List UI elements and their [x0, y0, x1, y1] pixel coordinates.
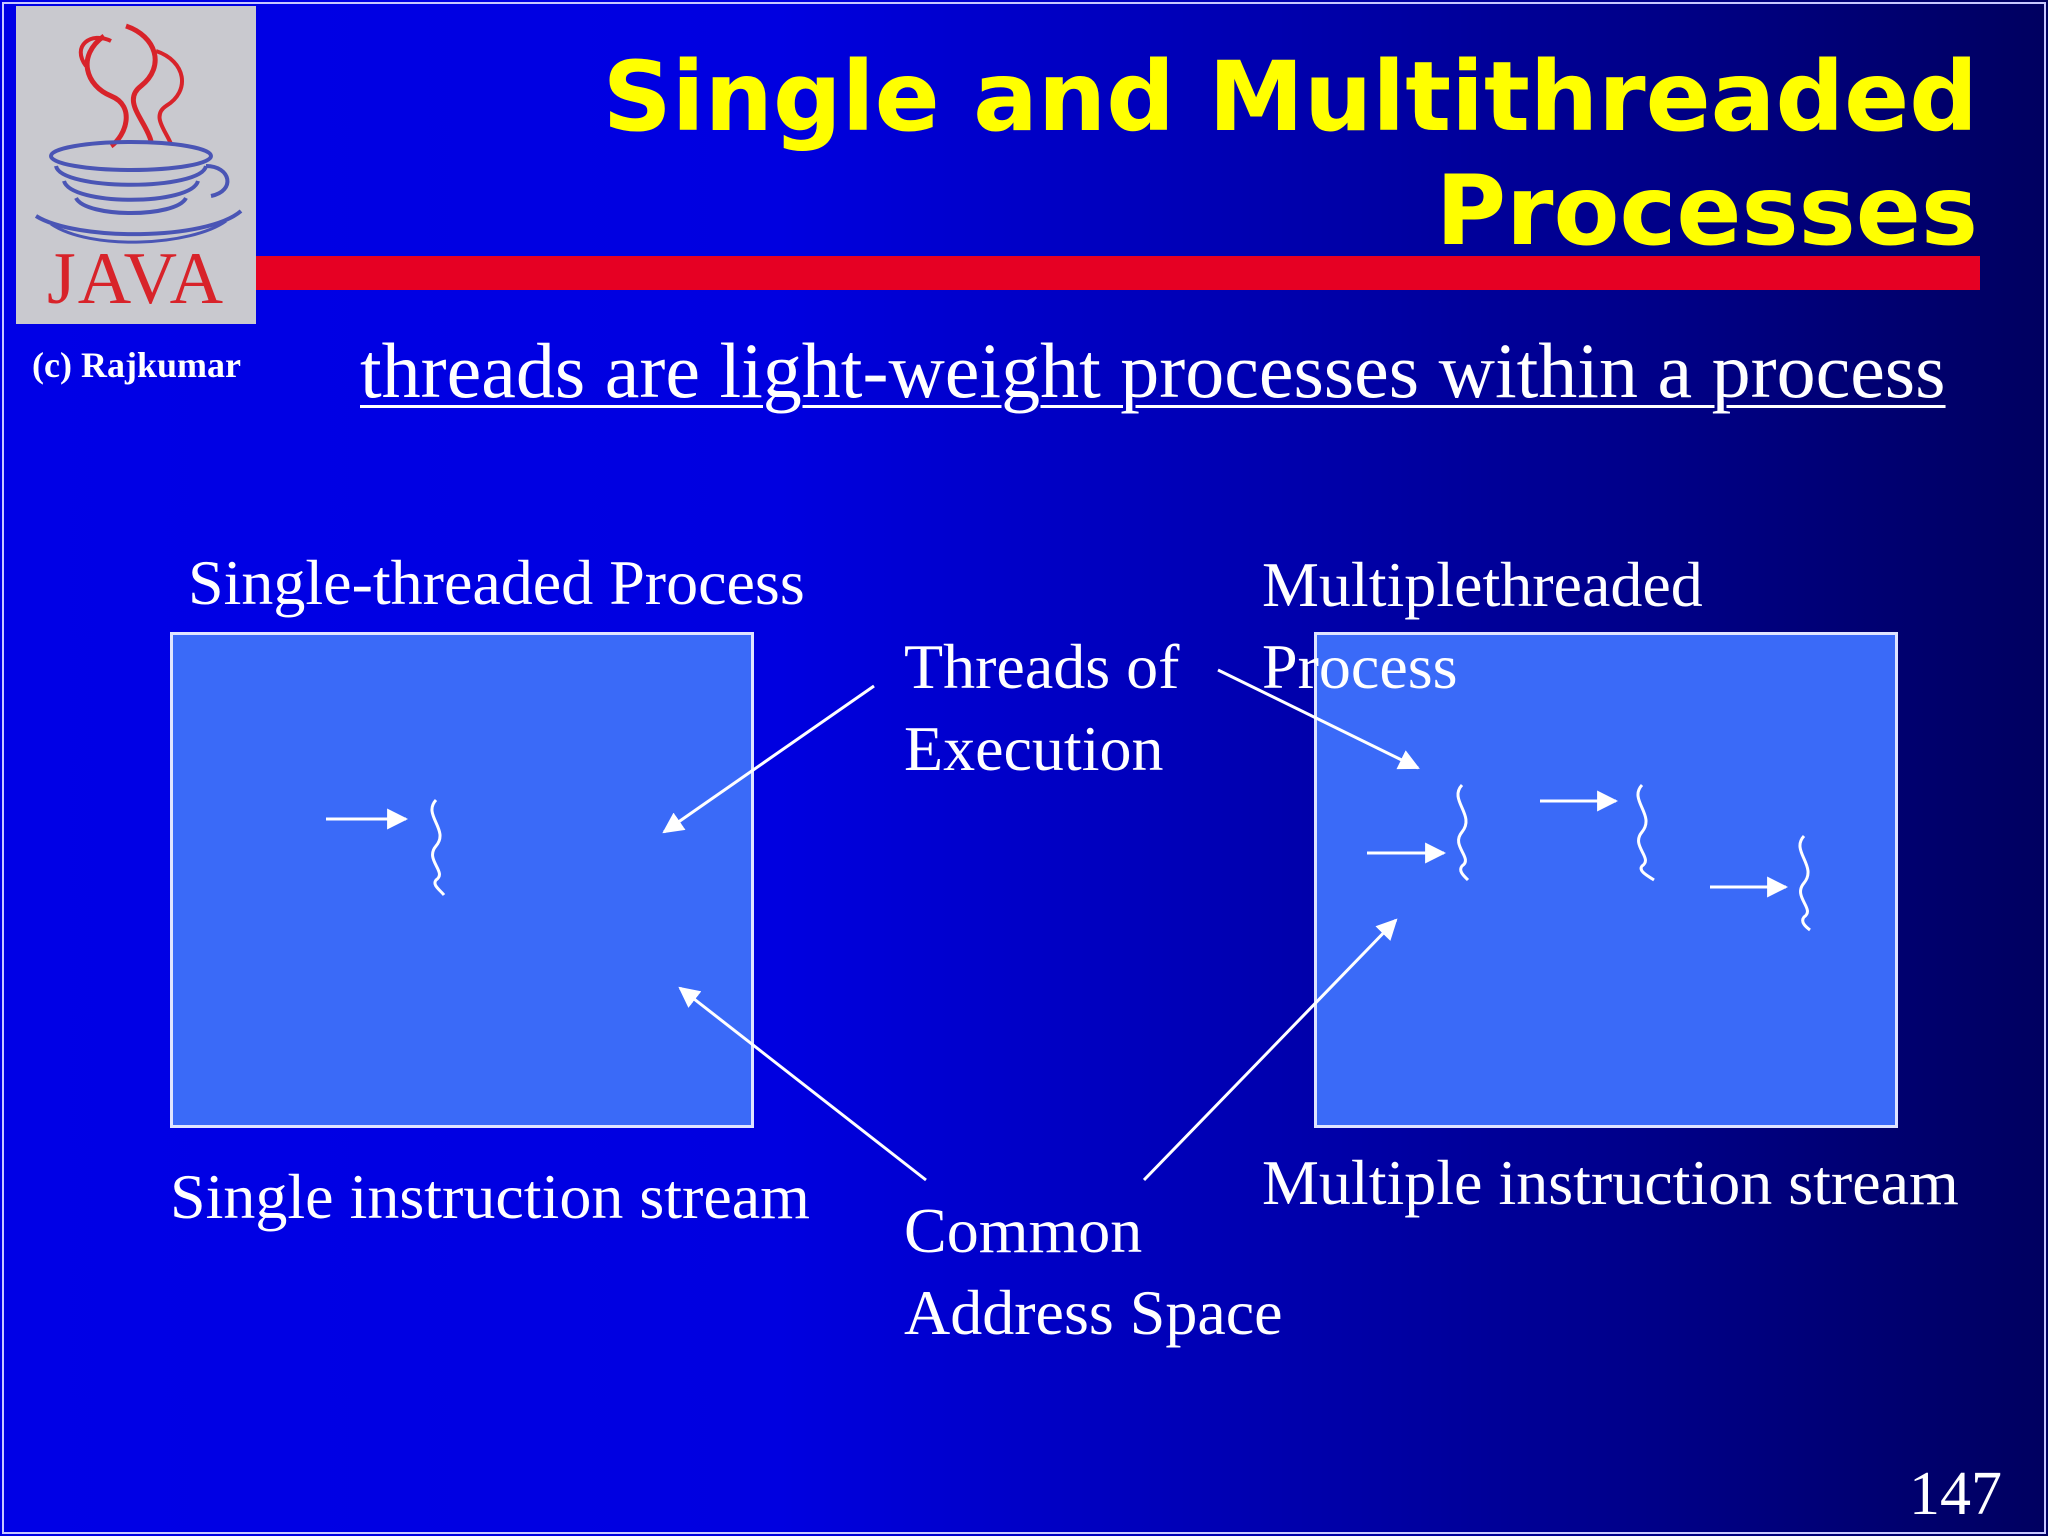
common-address-space-label: Common Address Space [904, 1190, 1283, 1354]
arrow-icon [1217, 668, 1420, 770]
threads-of-execution-label: Threads of Execution [904, 626, 1179, 790]
common-label-line-2: Address Space [904, 1277, 1283, 1348]
arrow-icon [662, 684, 875, 834]
multi-process-label-line-2: Process [1262, 631, 1458, 702]
arrow-icon [1142, 918, 1398, 1182]
squiggle-thread-icon [430, 798, 446, 896]
threads-label-line-1: Threads of [904, 631, 1180, 702]
squiggle-thread-icon [1456, 783, 1470, 882]
credit-text: (c) Rajkumar [32, 345, 241, 385]
single-thread-group [326, 798, 446, 896]
slide-title: Single and Multithreaded Processes [578, 40, 1978, 268]
multiple-instruction-stream-label: Multiple instruction stream [1262, 1147, 1959, 1218]
multi-process-label-line-1: Multiplethreaded [1262, 549, 1703, 620]
title-line-1: Single and Multithreaded [602, 41, 1978, 153]
multi-process-label: Multiplethreaded Process [1262, 544, 1703, 708]
multi-thread-group [1367, 783, 1811, 932]
java-logo: JAVA [16, 6, 256, 324]
title-underline-bar [256, 256, 1980, 290]
page-number: 147 [1909, 1460, 2002, 1528]
java-coffee-cup-icon [34, 23, 243, 244]
single-threaded-process-box [170, 632, 754, 1128]
logo-text: JAVA [46, 238, 226, 320]
threads-label-line-2: Execution [904, 713, 1164, 784]
slide-subtitle: threads are light-weight processes withi… [360, 327, 1946, 414]
squiggle-thread-icon [1798, 834, 1811, 932]
title-line-2: Processes [1435, 155, 1978, 267]
single-process-label: Single-threaded Process [188, 547, 805, 618]
multithreaded-process-box [1314, 632, 1898, 1128]
arrow-icon [678, 986, 927, 1182]
common-label-line-1: Common [904, 1195, 1143, 1266]
single-instruction-stream-label: Single instruction stream [170, 1161, 810, 1232]
squiggle-thread-icon [1636, 783, 1655, 882]
